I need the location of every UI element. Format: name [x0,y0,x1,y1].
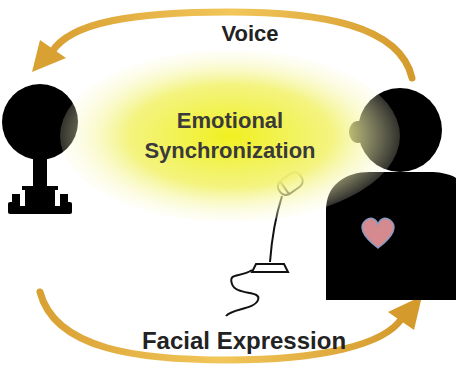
facial-expression-arrow [40,292,422,360]
arrow-label: Voice [221,21,278,47]
emotion-ellipse: Emotional Synchronization [60,50,400,222]
arrow-label: Facial Expression [142,327,346,355]
glow-ellipse [60,50,400,222]
node-title: Emotional Synchronization [130,106,330,166]
